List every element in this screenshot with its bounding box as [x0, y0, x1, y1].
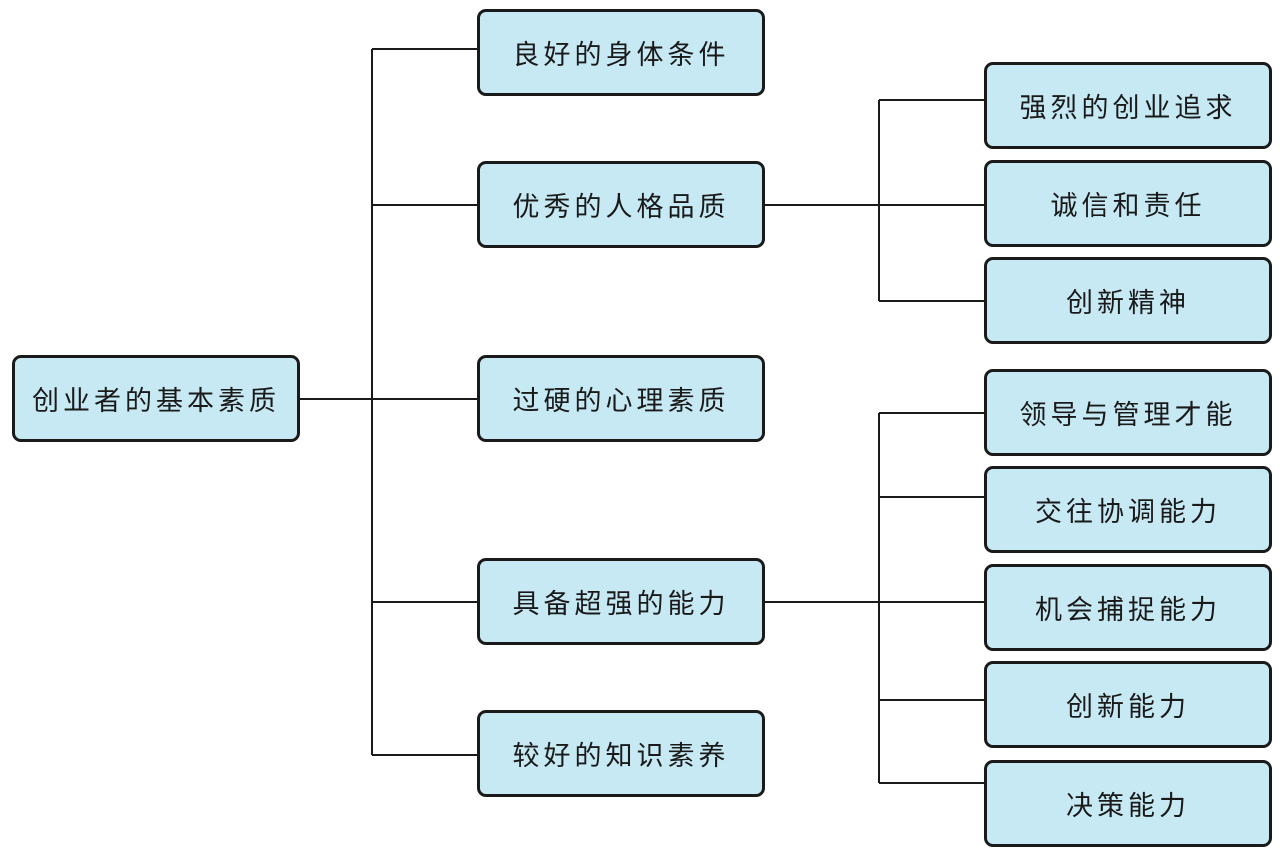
root-node: 创业者的基本素质: [12, 355, 300, 442]
quality-node-personality: 优秀的人格品质: [477, 161, 765, 248]
ability-node-leadership: 领导与管理才能: [984, 369, 1272, 456]
ability-node-innovation: 创新能力: [984, 661, 1272, 748]
quality-node-physical: 良好的身体条件: [477, 9, 765, 96]
ability-node-communication: 交往协调能力: [984, 466, 1272, 553]
quality-node-ability: 具备超强的能力: [477, 558, 765, 645]
ability-node-opportunity: 机会捕捉能力: [984, 564, 1272, 651]
personality-node-integrity: 诚信和责任: [984, 160, 1272, 247]
quality-node-knowledge: 较好的知识素养: [477, 710, 765, 797]
personality-node-innovation: 创新精神: [984, 257, 1272, 344]
quality-node-psychology: 过硬的心理素质: [477, 355, 765, 442]
personality-node-pursuit: 强烈的创业追求: [984, 62, 1272, 149]
ability-node-decision: 决策能力: [984, 760, 1272, 847]
